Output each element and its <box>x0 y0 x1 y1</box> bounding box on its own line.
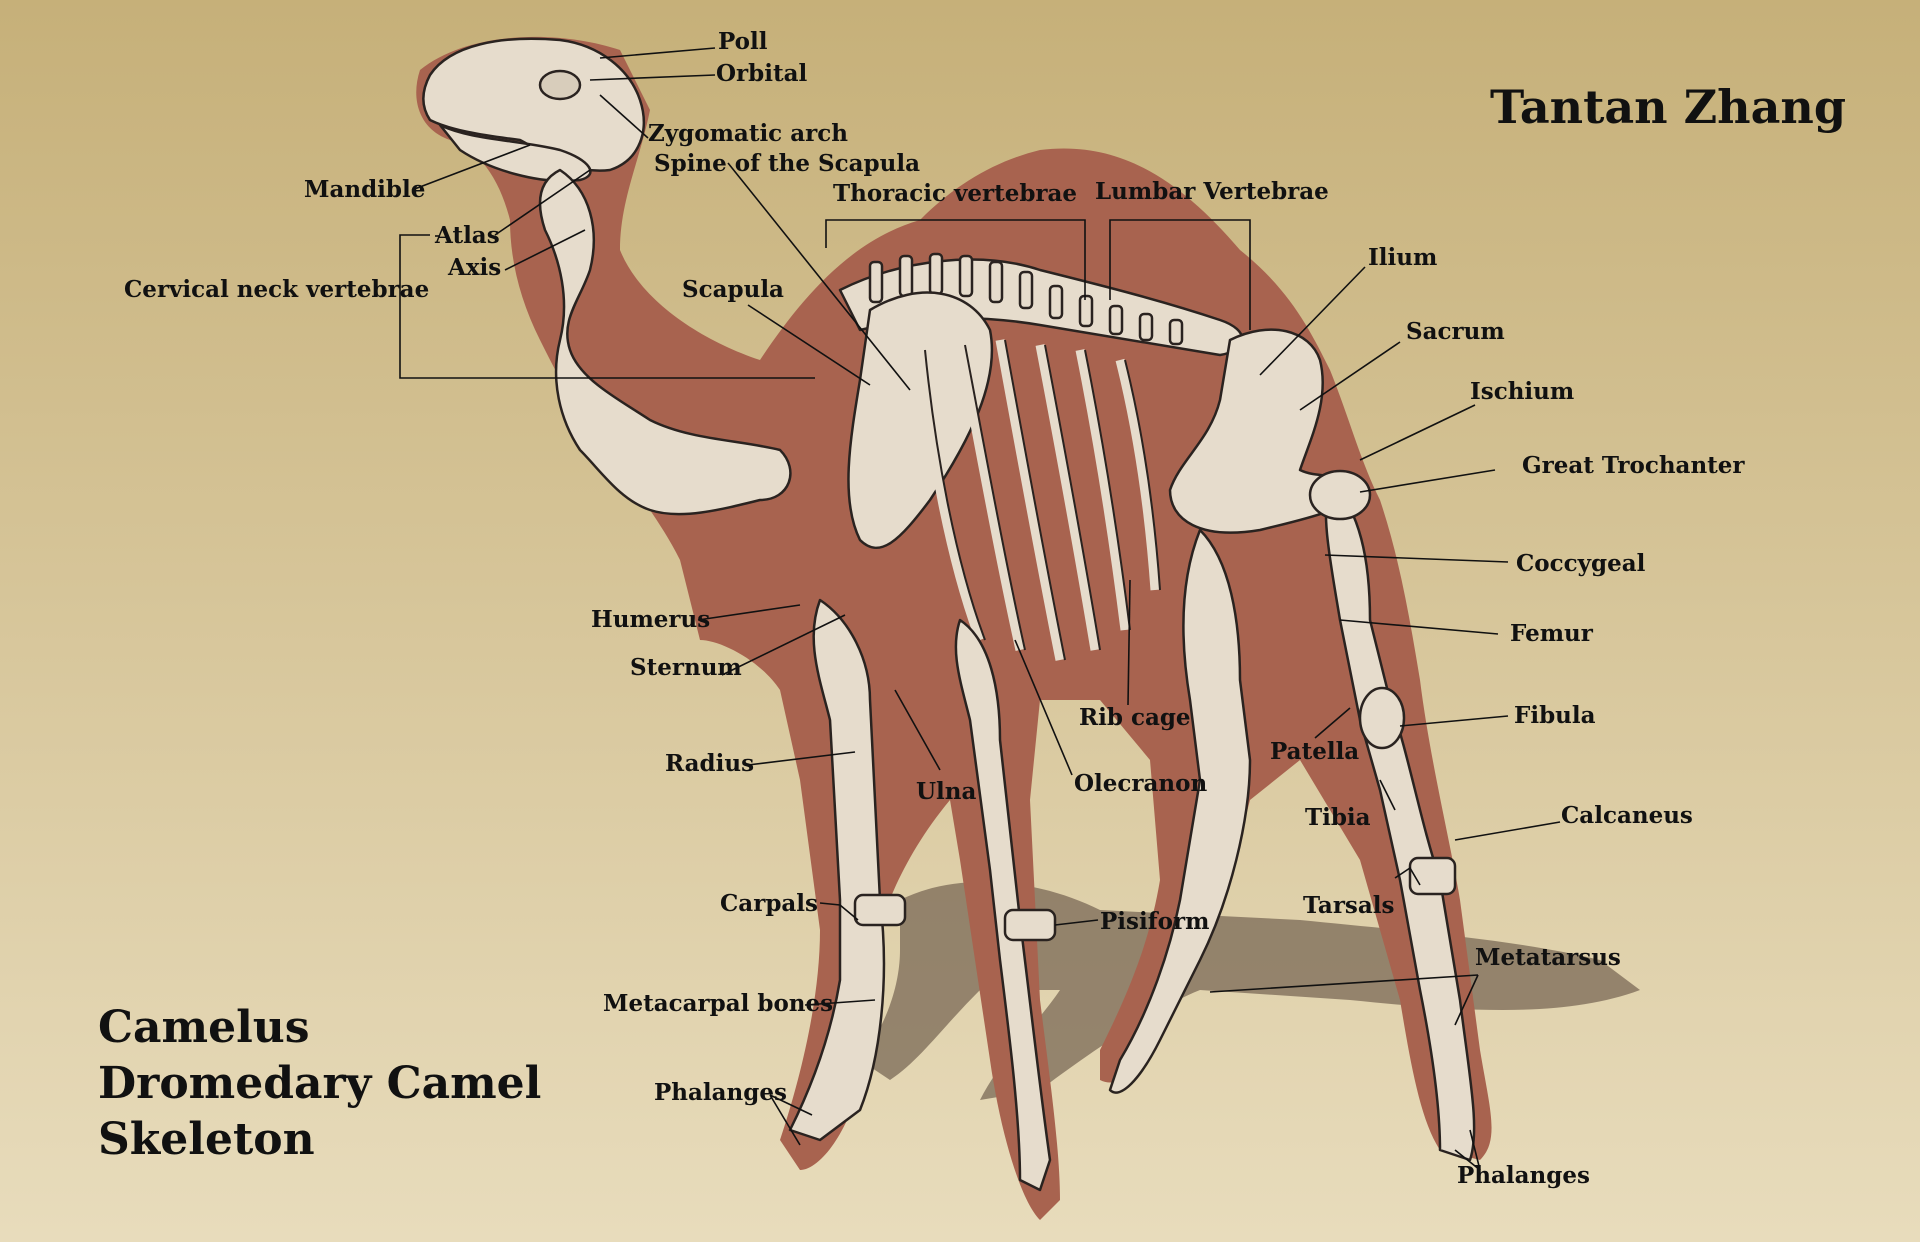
tarsals-bone <box>1408 856 1457 896</box>
label-phalanges-front: Phalanges <box>654 1079 787 1106</box>
label-tarsals: Tarsals <box>1303 892 1395 919</box>
spinous-processes <box>868 252 1184 346</box>
leader-lines <box>399 47 1561 1171</box>
patella-bone <box>1358 686 1406 750</box>
label-scapula: Scapula <box>682 276 784 303</box>
label-olecranon: Olecranon <box>1074 770 1208 797</box>
label-calcaneus: Calcaneus <box>1561 802 1693 829</box>
pisiform-bone <box>1003 908 1057 942</box>
label-phalanges-hind: Phalanges <box>1457 1162 1590 1189</box>
label-cervical-neck-vertebrae: Cervical neck vertebrae <box>124 276 430 303</box>
mandible-bone <box>438 123 592 183</box>
cervical-vertebrae <box>538 168 792 516</box>
hind-leg-far <box>1108 528 1252 1094</box>
author-credit: Tantan Zhang <box>1490 80 1847 134</box>
label-poll: Poll <box>718 28 768 55</box>
label-orbital: Orbital <box>716 60 808 87</box>
label-femur: Femur <box>1510 620 1593 647</box>
label-radius: Radius <box>665 750 755 777</box>
label-pisiform: Pisiform <box>1100 908 1210 935</box>
title-line-2: Dromedary Camel <box>98 1058 542 1109</box>
label-spine-of-scapula: Spine of the Scapula <box>654 150 920 177</box>
label-atlas: Atlas <box>435 222 500 249</box>
bones <box>422 37 1476 1192</box>
label-metatarsus: Metatarsus <box>1475 944 1621 971</box>
orbit <box>538 69 582 101</box>
rib-outlines <box>924 339 1161 661</box>
label-tibia: Tibia <box>1305 804 1371 831</box>
great-trochanter-bone <box>1308 469 1372 521</box>
label-great-trochanter: Great Trochanter <box>1522 452 1745 479</box>
label-patella: Patella <box>1270 738 1360 765</box>
label-metacarpal-bones: Metacarpal bones <box>603 990 834 1017</box>
label-ischium: Ischium <box>1470 378 1575 405</box>
label-humerus: Humerus <box>591 606 711 633</box>
front-leg-far <box>954 618 1052 1192</box>
label-rib-cage: Rib cage <box>1079 704 1191 731</box>
front-leg-near <box>788 598 886 1142</box>
label-axis: Axis <box>448 254 502 281</box>
rib-cage-bones <box>915 339 1160 661</box>
label-zygomatic-arch: Zygomatic arch <box>648 120 848 147</box>
label-ilium: Ilium <box>1368 244 1438 271</box>
label-carpals: Carpals <box>720 890 818 917</box>
label-mandible: Mandible <box>304 176 426 203</box>
label-thoracic-vertebrae: Thoracic vertebrae <box>833 180 1078 207</box>
label-sternum: Sternum <box>630 654 742 681</box>
label-fibula: Fibula <box>1514 702 1596 729</box>
label-coccygeal: Coccygeal <box>1516 550 1646 577</box>
carpals-bone <box>853 893 907 927</box>
hind-leg-near <box>1324 478 1476 1162</box>
label-ulna: Ulna <box>916 778 977 805</box>
label-lumbar-vertebrae: Lumbar Vertebrae <box>1095 178 1329 205</box>
scapula-bone <box>847 291 994 550</box>
label-sacrum: Sacrum <box>1406 318 1505 345</box>
title-line-3: Skeleton <box>98 1114 315 1165</box>
title-line-1: Camelus <box>98 1002 310 1053</box>
